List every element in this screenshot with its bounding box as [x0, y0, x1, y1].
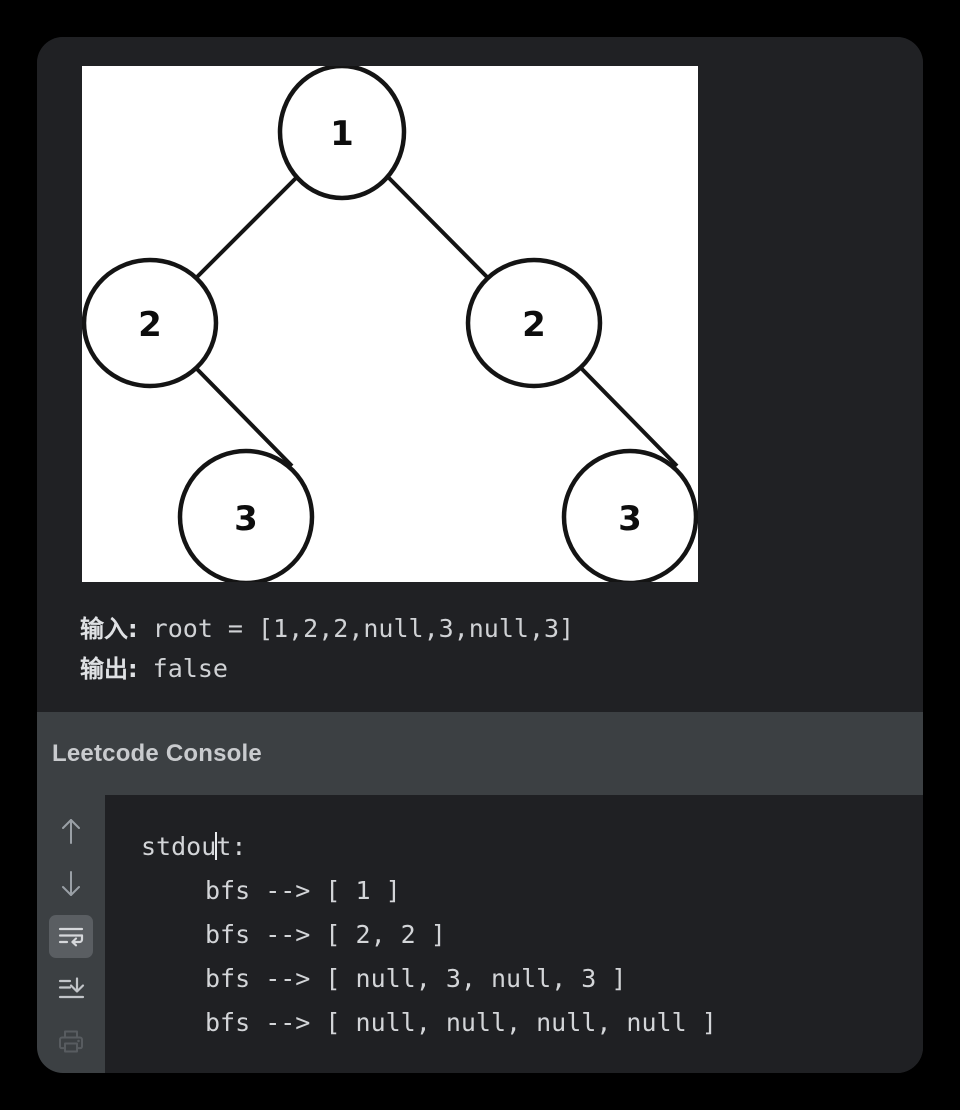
example-input-value: root = [1,2,2,null,3,null,3] — [137, 614, 575, 643]
example-input-line: 输入: root = [1,2,2,null,3,null,3] — [80, 609, 880, 649]
example-input-label: 输入: — [80, 615, 138, 643]
example-output-value: false — [137, 654, 228, 683]
binary-tree-diagram: 1 2 2 3 3 — [82, 66, 698, 582]
console-output-line: bfs --> [ null, 3, null, 3 ] — [205, 964, 627, 993]
console-toolbar — [37, 795, 105, 1073]
console-title: Leetcode Console — [52, 739, 262, 767]
example-io: 输入: root = [1,2,2,null,3,null,3] 输出: fal… — [80, 609, 880, 689]
print-icon — [49, 1020, 93, 1064]
example-output-label: 输出: — [80, 655, 138, 683]
console-output-line: bfs --> [ 2, 2 ] — [205, 920, 446, 949]
stdout-label-prefix: stdou — [141, 832, 217, 861]
text-caret — [215, 832, 218, 860]
scroll-to-end-icon[interactable] — [49, 967, 93, 1011]
svg-text:3: 3 — [234, 499, 258, 539]
scroll-up-icon[interactable] — [49, 809, 93, 853]
stdout-label-suffix: t: — [216, 832, 247, 861]
example-section: 1 2 2 3 3 输入: root = [1,2,2,null,3,null,… — [37, 37, 923, 712]
stdout-label-line: stdout: — [105, 825, 923, 869]
console-output[interactable]: stdout: bfs --> [ 1 ] bfs --> [ 2, 2 ] b… — [105, 795, 923, 1073]
console-output-line: bfs --> [ null, null, null, null ] — [205, 1008, 717, 1037]
example-output-line: 输出: false — [80, 649, 880, 689]
svg-text:2: 2 — [522, 305, 546, 345]
console-body: stdout: bfs --> [ 1 ] bfs --> [ 2, 2 ] b… — [37, 795, 923, 1073]
scroll-down-icon[interactable] — [49, 862, 93, 906]
svg-text:1: 1 — [330, 114, 354, 154]
word-wrap-icon[interactable] — [49, 914, 93, 959]
leetcode-card: 1 2 2 3 3 输入: root = [1,2,2,null,3,null,… — [37, 37, 923, 1073]
svg-text:3: 3 — [618, 499, 642, 539]
console-header: Leetcode Console — [37, 712, 923, 795]
svg-text:2: 2 — [138, 305, 162, 345]
console-output-line: bfs --> [ 1 ] — [205, 876, 401, 905]
